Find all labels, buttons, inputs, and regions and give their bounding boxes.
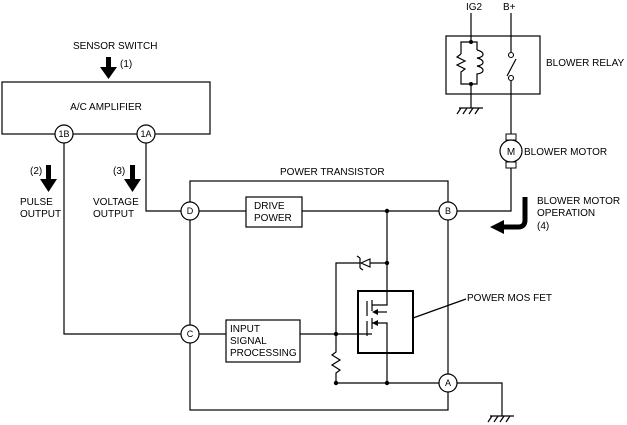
drive-power-box bbox=[245, 196, 303, 228]
pin-a: A bbox=[438, 373, 458, 393]
pin-d: D bbox=[180, 201, 200, 221]
drive-power-label-2: POWER bbox=[254, 213, 292, 224]
blower-op-label-2: OPERATION bbox=[537, 208, 595, 219]
pulse-output-label-2: OUTPUT bbox=[20, 209, 61, 220]
pin-1b: 1B bbox=[54, 124, 74, 144]
drive-power-label-1: DRIVE bbox=[254, 201, 285, 212]
input-signal-label-3: PROCESSING bbox=[230, 348, 297, 359]
relay-coil-top bbox=[471, 41, 478, 50]
power-mos-fet-box bbox=[357, 290, 414, 354]
step-1-label: (1) bbox=[120, 59, 132, 70]
resistor bbox=[330, 334, 342, 383]
relay-coil bbox=[471, 49, 484, 85]
mosfet-symbol bbox=[366, 291, 388, 353]
relay-contact-bottom bbox=[507, 74, 515, 82]
wire-1b-to-c bbox=[63, 143, 181, 335]
input-signal-label-1: INPUT bbox=[230, 324, 260, 335]
step-2-label: (2) bbox=[30, 166, 42, 177]
step-3-label: (3) bbox=[113, 166, 125, 177]
pulse-output-label-1: PULSE bbox=[20, 197, 53, 208]
mos-fet-leader-line bbox=[412, 298, 467, 319]
wire-motor-to-b bbox=[457, 168, 512, 212]
wire-1a-to-d bbox=[145, 143, 181, 212]
pin-b: B bbox=[438, 201, 458, 221]
step-4-label: (4) bbox=[537, 221, 549, 232]
pin-1a-label: 1A bbox=[140, 129, 151, 139]
wire-a-to-ground bbox=[457, 382, 503, 416]
blower-relay-box bbox=[445, 35, 541, 95]
blower-motor-label: BLOWER MOTOR bbox=[524, 147, 607, 158]
blower-relay-label: BLOWER RELAY bbox=[546, 58, 624, 69]
pin-c-label: C bbox=[187, 329, 194, 339]
ac-amplifier-label: A/C AMPLIFIER bbox=[70, 102, 142, 113]
voltage-output-label-1: VOLTAGE bbox=[93, 197, 139, 208]
pulse-output-arrow bbox=[40, 165, 57, 192]
ac-amplifier-box bbox=[1, 81, 211, 135]
power-transistor-label: POWER TRANSISTOR bbox=[280, 167, 385, 178]
ground-symbol-relay bbox=[456, 107, 483, 115]
b-plus-label: B+ bbox=[503, 2, 516, 13]
blower-motor-symbol bbox=[499, 133, 523, 169]
relay-switch-blade bbox=[506, 58, 517, 77]
relay-resistor bbox=[455, 53, 471, 85]
voltage-output-label-2: OUTPUT bbox=[93, 209, 134, 220]
pin-c: C bbox=[180, 324, 200, 344]
input-signal-label-2: SIGNAL bbox=[230, 336, 267, 347]
pin-1a: 1A bbox=[136, 124, 156, 144]
ground-symbol-a bbox=[487, 415, 514, 423]
wire-zener-left bbox=[335, 262, 360, 334]
power-transistor-box bbox=[189, 180, 449, 411]
relay-resistor-top bbox=[460, 41, 471, 54]
motor-m-label: M bbox=[507, 147, 515, 158]
pin-a-label: A bbox=[445, 378, 451, 388]
ig2-label: IG2 bbox=[466, 2, 483, 13]
input-signal-processing-box bbox=[225, 319, 301, 363]
pin-d-label: D bbox=[187, 206, 194, 216]
pin-b-label: B bbox=[445, 206, 451, 216]
blower-operation-arrow bbox=[490, 197, 528, 234]
blower-op-label-1: BLOWER MOTOR bbox=[537, 196, 620, 207]
relay-contact-top bbox=[507, 51, 515, 59]
sensor-switch-label: SENSOR SWITCH bbox=[73, 41, 157, 52]
power-mos-fet-label: POWER MOS FET bbox=[467, 293, 552, 304]
sensor-switch-arrow bbox=[100, 57, 117, 79]
voltage-output-arrow bbox=[124, 165, 141, 192]
pin-1b-label: 1B bbox=[58, 129, 69, 139]
